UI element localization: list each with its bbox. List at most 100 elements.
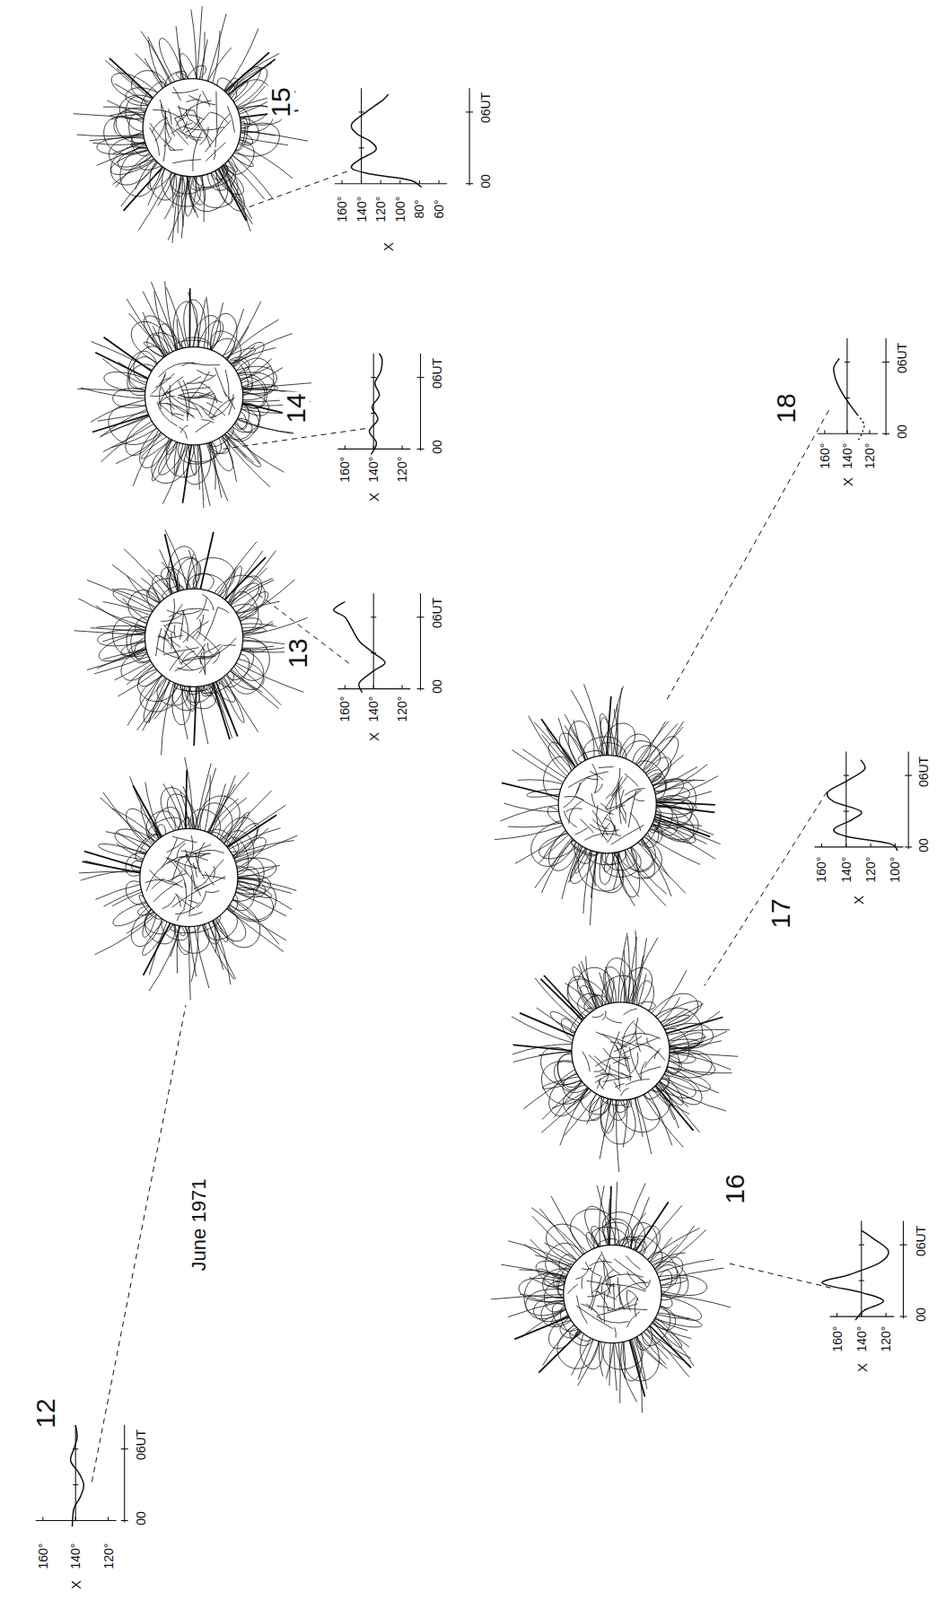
figure-title: June 1971	[189, 1176, 210, 1273]
axis-tick-label: 160°	[335, 194, 349, 225]
axis-name: X	[367, 490, 381, 504]
time-tick	[417, 616, 425, 618]
time-tick	[465, 183, 473, 184]
field-line-model	[490, 1182, 731, 1413]
axis-tick	[402, 445, 403, 449]
value-axis	[337, 688, 411, 690]
time-tick	[843, 810, 850, 812]
time-label: 06UT	[895, 341, 909, 376]
axis-tick-label: 160°	[36, 1541, 50, 1572]
axis-tick-label: 140°	[69, 1541, 82, 1572]
time-tick	[359, 111, 365, 113]
time-label: 00	[895, 422, 909, 441]
time-axis	[420, 593, 421, 691]
axis-tick-label: 100°	[394, 194, 407, 225]
time-label: 00	[479, 173, 492, 192]
time-axis	[908, 752, 910, 850]
field-lines	[511, 930, 738, 1173]
x-component-curve	[857, 414, 865, 440]
field-line-model	[74, 530, 311, 756]
axis-tick	[836, 1313, 838, 1317]
magnetogram-plot	[35, 1425, 129, 1527]
axis-tick-label: 120°	[102, 1541, 115, 1572]
day-number: 15	[267, 85, 295, 119]
heavy-field-lines	[109, 52, 299, 221]
time-axis	[469, 87, 471, 185]
axis-tick	[42, 1517, 44, 1522]
axis-tick-label: 160°	[338, 455, 351, 485]
reference-line	[373, 353, 375, 450]
time-tick	[844, 361, 850, 363]
time-tick	[465, 111, 473, 113]
field-lines	[78, 757, 298, 1000]
axis-tick	[419, 180, 421, 184]
magnetogram-plot	[814, 752, 913, 851]
axis-tick-label: 140°	[367, 455, 380, 485]
axis-tick-label: 100°	[888, 854, 902, 885]
time-axis	[420, 353, 421, 452]
axis-tick-label: 140°	[855, 1324, 868, 1355]
axis-tick-label: 140°	[367, 694, 380, 725]
field-lines	[494, 683, 721, 926]
axis-tick-label: 140°	[840, 854, 853, 885]
day-number: 17	[767, 896, 795, 930]
time-tick	[370, 616, 377, 618]
time-tick	[882, 361, 890, 363]
solar-disk	[558, 755, 657, 854]
time-tick	[417, 448, 425, 450]
reference-line	[846, 338, 848, 434]
time-tick	[900, 1316, 908, 1318]
axis-tick	[885, 1313, 887, 1317]
magnetogram-plot	[333, 593, 425, 692]
axis-tick	[823, 429, 825, 434]
axis-tick-label: 160°	[338, 694, 351, 725]
axis-tick	[380, 180, 382, 184]
field-lines	[74, 530, 311, 756]
field-line-model	[494, 683, 721, 926]
axis-tick-label: 140°	[355, 194, 368, 225]
axis-tick-label: 160°	[831, 1324, 844, 1355]
field-line-model	[73, 6, 308, 244]
field-line-model	[78, 757, 298, 1000]
leader-line	[91, 1005, 186, 1482]
time-tick	[370, 376, 377, 378]
time-label: 06UT	[479, 90, 492, 125]
axis-tick-label: 80°	[412, 198, 426, 221]
axis-name: X	[854, 1361, 868, 1375]
axis-tick	[402, 685, 403, 690]
axis-tick-label: 120°	[863, 441, 876, 472]
leader-line	[243, 171, 348, 210]
reference-line	[373, 593, 375, 689]
magnetogram-plot	[817, 338, 890, 440]
axis-tick	[341, 180, 342, 184]
leader-line	[222, 429, 366, 450]
x-component-curve	[350, 94, 421, 188]
day-number: 14	[282, 391, 310, 425]
x-component-curve	[833, 359, 858, 416]
axis-tick-label: 160°	[814, 854, 828, 885]
time-tick	[359, 147, 365, 149]
time-label: 00	[430, 437, 444, 456]
time-tick	[417, 376, 425, 378]
time-tick	[72, 1484, 79, 1486]
heavy-field-lines	[165, 532, 266, 746]
time-label: 06UT	[430, 595, 444, 631]
field-line-model	[511, 930, 738, 1173]
magnetogram-plot	[337, 353, 424, 456]
axis-tick	[821, 843, 823, 848]
axis-tick-label: 120°	[395, 455, 409, 485]
axis-name: X	[840, 475, 854, 489]
heavy-field-lines	[92, 288, 300, 504]
heavy-field-lines	[82, 770, 278, 976]
solar-disk	[142, 78, 241, 177]
x-component-curve	[70, 1425, 85, 1527]
field-lines	[490, 1182, 731, 1413]
axis-name: X	[69, 1578, 83, 1592]
time-tick	[843, 775, 850, 777]
time-tick	[121, 1520, 129, 1522]
x-component-curve	[368, 353, 382, 456]
solar-disk	[145, 588, 244, 687]
